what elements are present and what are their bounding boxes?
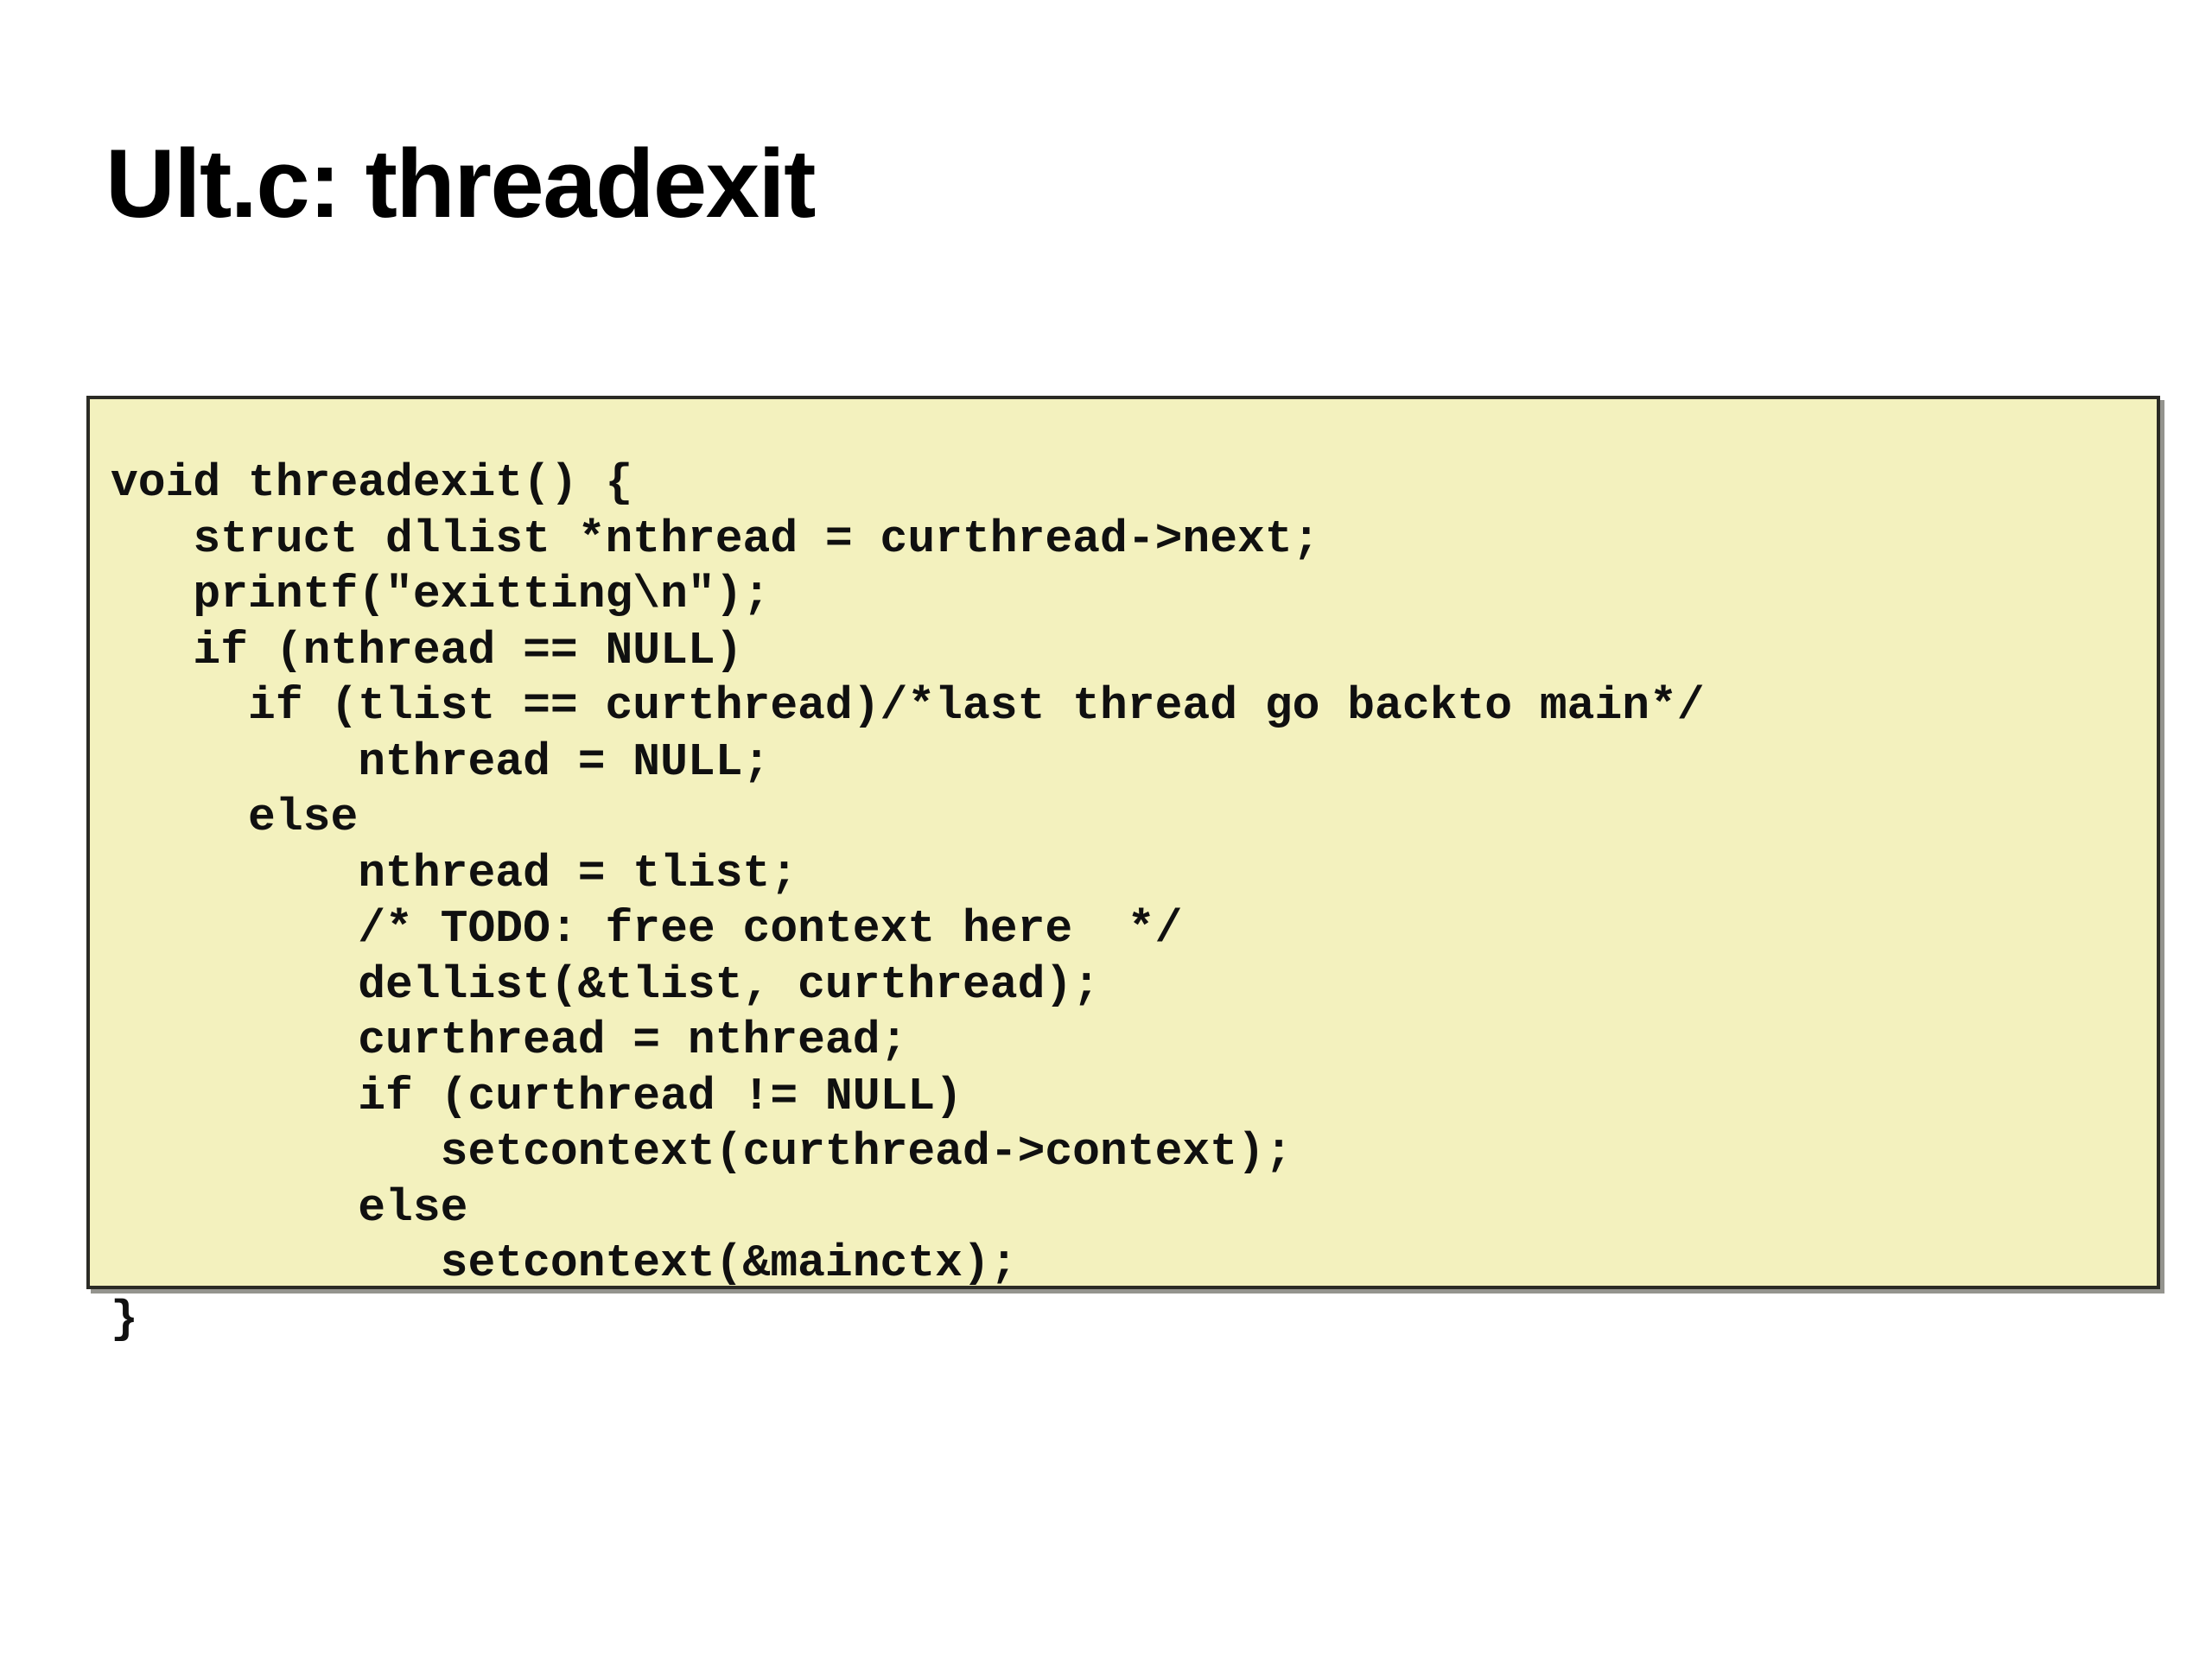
code-line: curthread = nthread; [111, 1014, 908, 1066]
code-line: else [111, 1181, 468, 1234]
code-line: setcontext(&mainctx); [111, 1237, 1018, 1289]
code-block: void threadexit() { struct dllist *nthre… [86, 396, 2160, 1345]
code-line: printf("exitting\n"); [111, 569, 771, 620]
code-line: setcontext(curthread->context); [111, 1126, 1293, 1178]
code-line: dellist(&tlist, curthread); [111, 958, 1100, 1011]
code-listing: void threadexit() { struct dllist *nthre… [111, 455, 2157, 1347]
page-title: Ult.c: threadexit [105, 130, 816, 238]
code-line: if (nthread == NULL) [111, 624, 743, 677]
code-line: else [111, 791, 359, 843]
code-line: if (curthread != NULL) [111, 1070, 963, 1122]
code-line: } [111, 1293, 138, 1345]
code-line: if (tlist == curthread)/*last thread go … [111, 680, 1705, 732]
code-line: /* TODO: free context here */ [111, 903, 1183, 955]
code-line: nthread = tlist; [111, 847, 798, 899]
code-line: struct dllist *nthread = curthread->next… [111, 512, 1320, 565]
code-line: nthread = NULL; [111, 735, 771, 788]
code-line: void threadexit() { [111, 457, 633, 509]
